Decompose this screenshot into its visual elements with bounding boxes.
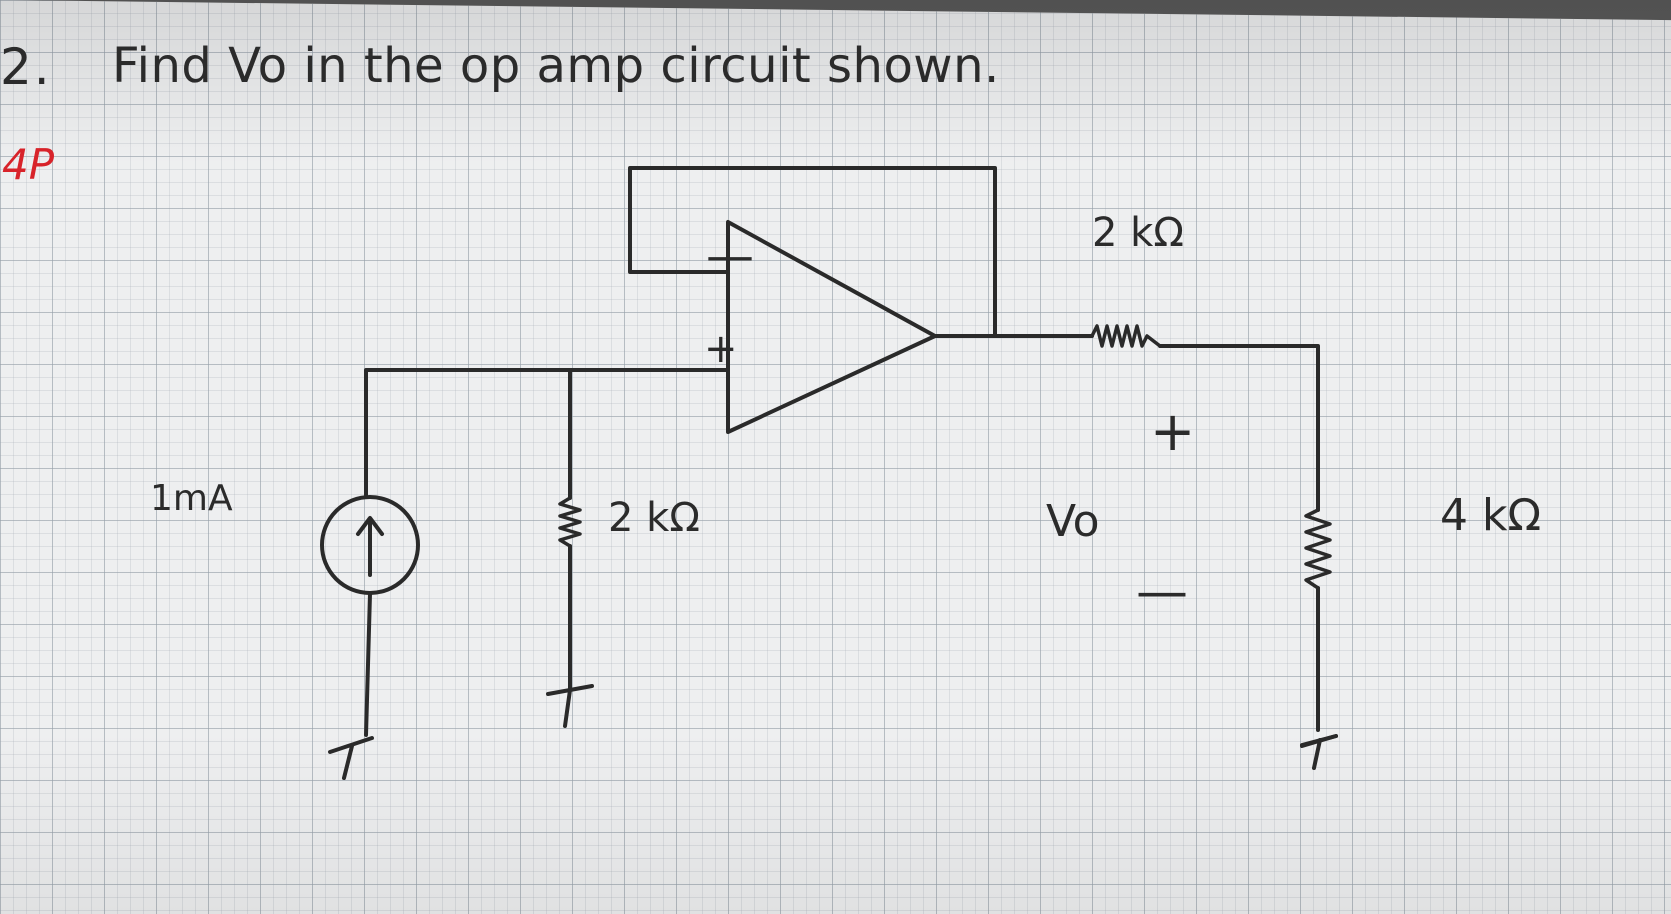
output-minus-sign: — <box>1136 562 1188 622</box>
shunt-resistor-2k <box>558 496 582 548</box>
load-resistor-label: 4 kΩ <box>1440 490 1542 541</box>
arrow-up-icon <box>356 516 384 577</box>
ground-symbol-source <box>328 736 374 780</box>
load-resistor-4k <box>1304 508 1332 590</box>
opamp-noninverting-sign: + <box>704 326 738 372</box>
shunt-resistor-label: 2 kΩ <box>608 495 700 541</box>
feedback-wire <box>628 166 997 338</box>
red-margin-mark: 4P <box>2 140 55 189</box>
series-resistor-2k <box>1090 324 1162 348</box>
ground-symbol-load <box>1300 734 1338 770</box>
question-text: Find Vo in the op amp circuit shown. <box>112 38 1000 94</box>
output-plus-sign: + <box>1150 400 1196 463</box>
question-number: 2. <box>0 38 52 96</box>
current-source-label: 1mA <box>150 478 233 519</box>
source-lower-wire <box>364 592 372 737</box>
ground-symbol-shunt <box>546 684 594 728</box>
noninverting-wire <box>364 368 730 497</box>
output-voltage-label: Vo <box>1046 496 1100 547</box>
opamp-triangle <box>726 220 937 434</box>
right-node-wire <box>1158 344 1320 512</box>
opamp-inverting-sign: — <box>706 228 754 284</box>
series-resistor-label: 2 kΩ <box>1092 210 1184 256</box>
